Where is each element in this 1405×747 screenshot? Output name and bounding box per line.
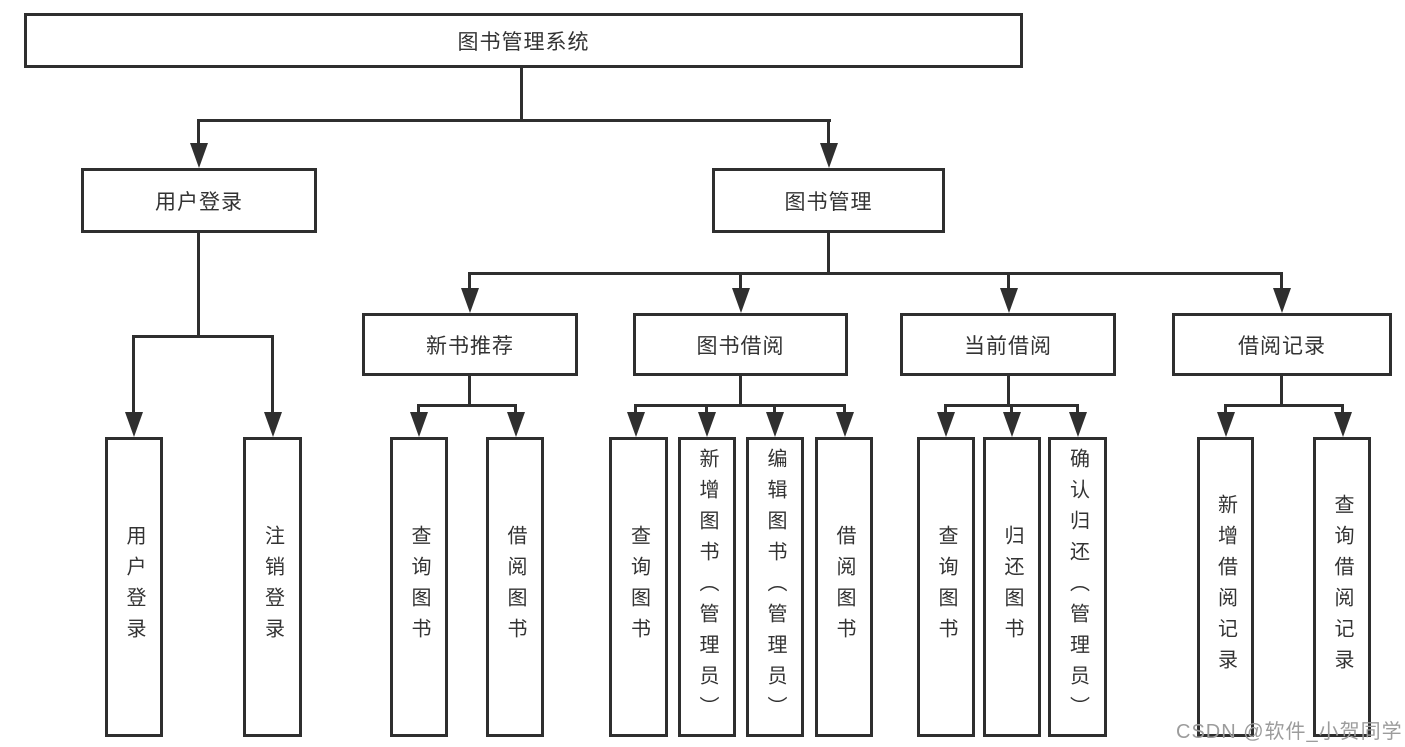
node-label: 借阅图书 xyxy=(504,525,526,649)
connector-line xyxy=(1280,272,1283,294)
node-label: 借阅记录 xyxy=(1238,334,1326,358)
node-label: 新增借阅记录 xyxy=(1214,494,1237,680)
arrow-down-icon xyxy=(1069,412,1087,437)
csdn-watermark: CSDN @软件_小贺同学 xyxy=(1176,721,1403,743)
arrow-down-icon xyxy=(190,143,208,168)
node-label: 确认归还（管理员） xyxy=(1066,447,1089,727)
node-current-return-books: 归还图书 xyxy=(983,437,1041,737)
node-label: 用户登录 xyxy=(155,190,243,214)
node-label: 借阅图书 xyxy=(833,525,855,649)
node-current-borrowing: 当前借阅 xyxy=(900,313,1116,376)
connector-line xyxy=(197,119,831,122)
arrow-down-icon xyxy=(627,412,645,437)
node-book-management: 图书管理 xyxy=(712,168,945,233)
arrow-down-icon xyxy=(264,412,282,437)
arrow-down-icon xyxy=(1003,412,1021,437)
node-current-confirm-return-admin: 确认归还（管理员） xyxy=(1048,437,1107,737)
connector-line xyxy=(739,376,742,407)
node-label: 当前借阅 xyxy=(964,334,1052,358)
arrow-down-icon xyxy=(1000,288,1018,313)
arrow-down-icon xyxy=(937,412,955,437)
connector-line xyxy=(827,233,830,275)
node-label: 新书推荐 xyxy=(426,334,514,358)
node-recommend-borrow-books: 借阅图书 xyxy=(486,437,544,737)
node-current-query-books: 查询图书 xyxy=(917,437,975,737)
arrow-down-icon xyxy=(732,288,750,313)
connector-line xyxy=(132,335,135,420)
node-label: 新增图书（管理员） xyxy=(696,447,718,727)
connector-line xyxy=(1007,272,1010,294)
node-borrowing-add-books-admin: 新增图书（管理员） xyxy=(678,437,736,737)
arrow-down-icon xyxy=(410,412,428,437)
arrow-down-icon xyxy=(1217,412,1235,437)
node-records-add-record: 新增借阅记录 xyxy=(1197,437,1254,737)
connector-line xyxy=(634,404,846,407)
node-label: 图书管理 xyxy=(784,190,873,214)
node-recommend-query-books: 查询图书 xyxy=(390,437,448,737)
node-label: 编辑图书（管理员） xyxy=(764,447,786,727)
node-records-query-record: 查询借阅记录 xyxy=(1313,437,1371,737)
node-label: 查询借阅记录 xyxy=(1331,494,1353,680)
node-label: 查询图书 xyxy=(408,525,430,649)
arrow-down-icon xyxy=(1334,412,1352,437)
connector-line xyxy=(1007,376,1010,407)
connector-line xyxy=(739,272,742,294)
node-label: 图书管理系统 xyxy=(457,30,590,54)
node-logout: 注销登录 xyxy=(243,437,302,737)
node-borrowing-edit-books-admin: 编辑图书（管理员） xyxy=(746,437,804,737)
node-book-borrowing: 图书借阅 xyxy=(633,313,848,376)
connector-line xyxy=(1224,404,1343,407)
connector-line xyxy=(520,68,523,122)
arrow-down-icon xyxy=(698,412,716,437)
arrow-down-icon xyxy=(836,412,854,437)
node-borrowing-query-books: 查询图书 xyxy=(609,437,668,737)
connector-line xyxy=(468,272,1283,275)
arrow-down-icon xyxy=(766,412,784,437)
node-label: 归还图书 xyxy=(1001,525,1023,649)
arrow-down-icon xyxy=(820,143,838,168)
connector-line xyxy=(468,376,471,407)
connector-line xyxy=(468,272,471,294)
arrow-down-icon xyxy=(1273,288,1291,313)
node-borrowing-records: 借阅记录 xyxy=(1172,313,1392,376)
node-new-book-recommend: 新书推荐 xyxy=(362,313,578,376)
connector-line xyxy=(197,233,200,338)
arrow-down-icon xyxy=(461,288,479,313)
arrow-down-icon xyxy=(125,412,143,437)
node-label: 查询图书 xyxy=(627,525,650,649)
node-label: 查询图书 xyxy=(935,525,957,649)
connector-line xyxy=(417,404,517,407)
node-label: 注销登录 xyxy=(261,525,284,649)
arrow-down-icon xyxy=(507,412,525,437)
node-borrowing-borrow-books: 借阅图书 xyxy=(815,437,873,737)
node-label: 用户登录 xyxy=(123,525,145,649)
node-label: 图书借阅 xyxy=(696,334,785,358)
connector-line xyxy=(132,335,274,338)
connector-line xyxy=(197,119,200,151)
node-user-login-leaf: 用户登录 xyxy=(105,437,163,737)
node-user-login: 用户登录 xyxy=(81,168,317,233)
connector-line xyxy=(1280,376,1283,407)
connector-line xyxy=(271,335,274,420)
node-library-management-system: 图书管理系统 xyxy=(24,13,1023,68)
connector-line xyxy=(827,119,830,151)
